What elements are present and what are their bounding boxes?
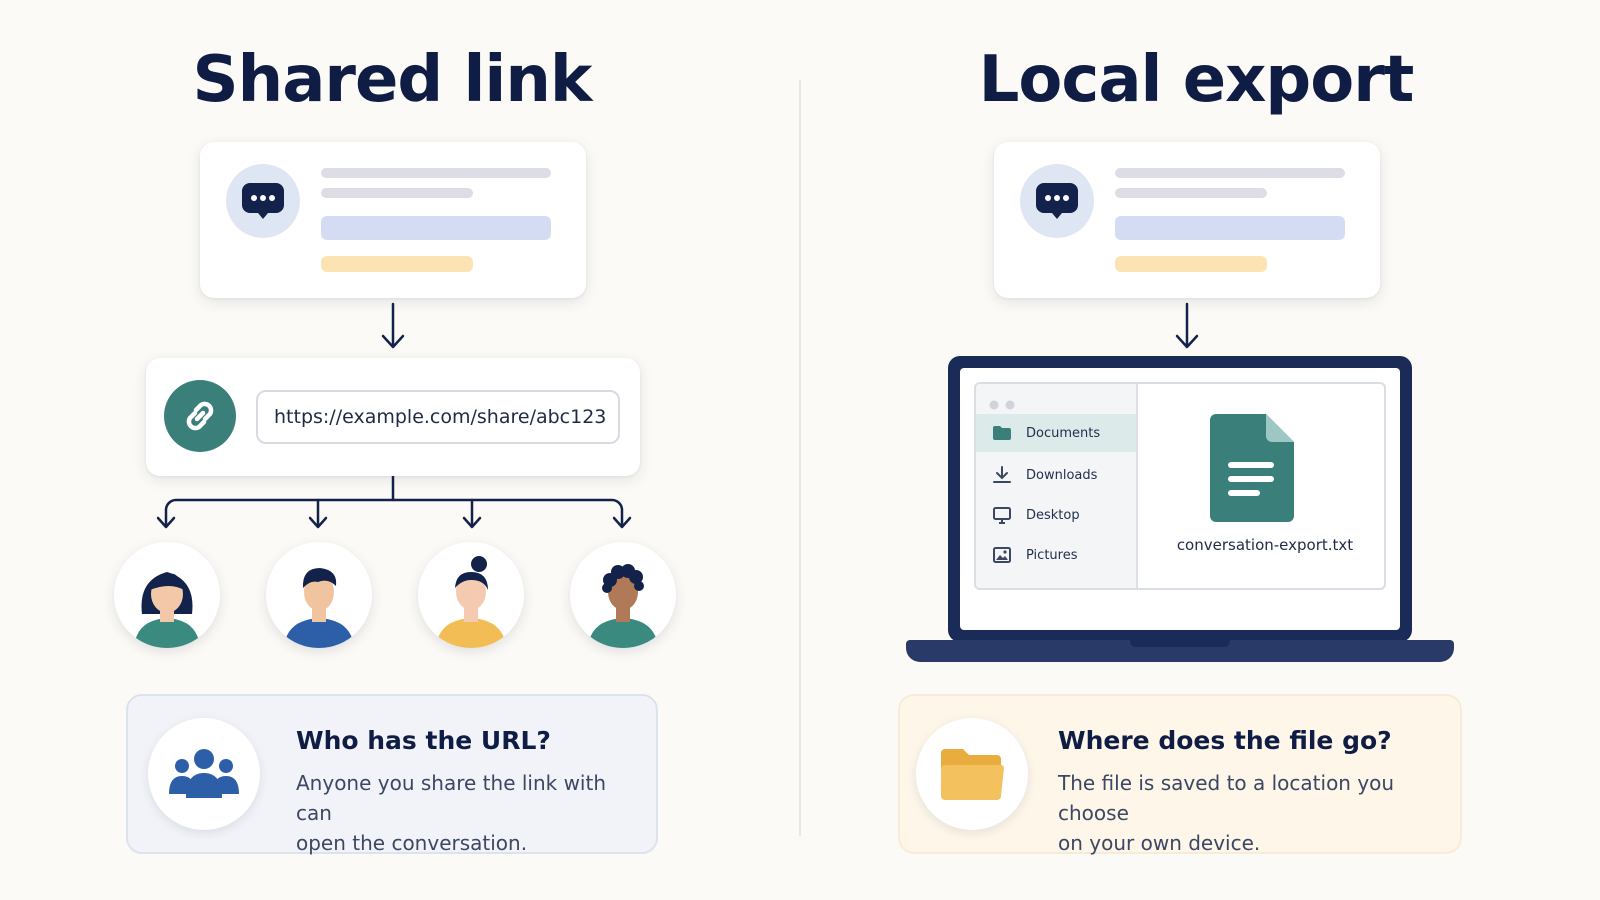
laptop-base (906, 640, 1454, 662)
sidebar-item-pictures[interactable]: Pictures (976, 536, 1136, 574)
shared-link-info-heading: Who has the URL? (296, 726, 551, 755)
person-avatar-3 (418, 542, 524, 648)
folder-icon (993, 426, 1011, 440)
window-controls (988, 396, 1028, 415)
arrow-down-icon (381, 302, 405, 349)
local-export-info-box: Where does the file go? The file is save… (898, 694, 1462, 855)
file-explorer-window: Documents Downloads Desktop Pictures (974, 382, 1386, 590)
person-avatar-1 (114, 542, 220, 648)
conversation-card-right (994, 142, 1380, 298)
people-group-icon (148, 718, 260, 830)
conversation-card-left (200, 142, 586, 298)
exported-file-name[interactable]: conversation-export.txt (1176, 536, 1354, 554)
sidebar-item-desktop[interactable]: Desktop (976, 496, 1136, 534)
chat-bubble-icon (226, 164, 300, 238)
share-tree-connector (156, 476, 632, 529)
sidebar-item-documents[interactable]: Documents (976, 414, 1136, 452)
person-avatar-2 (266, 542, 372, 648)
person-avatar-4 (570, 542, 676, 648)
laptop: Documents Downloads Desktop Pictures (948, 356, 1412, 642)
arrow-down-icon (1175, 302, 1199, 349)
local-export-info-text: The file is saved to a location you choo… (1058, 771, 1395, 855)
laptop-display: Documents Downloads Desktop Pictures (960, 368, 1400, 630)
image-icon (993, 547, 1011, 563)
shared-link-info-box: Who has the URL? Anyone you share the li… (126, 694, 658, 855)
sidebar-item-downloads[interactable]: Downloads (976, 456, 1136, 494)
shared-link-title: Shared link (192, 43, 593, 117)
share-url-text: https://example.com/share/abc123 (274, 406, 607, 428)
file-explorer-sidebar: Documents Downloads Desktop Pictures (976, 384, 1138, 588)
document-file-icon[interactable] (1210, 414, 1294, 526)
chat-bubble-icon (1020, 164, 1094, 238)
center-divider (799, 80, 801, 836)
link-icon (164, 380, 236, 452)
share-link-card: https://example.com/share/abc123 (146, 358, 640, 476)
folder-icon (916, 718, 1028, 830)
monitor-icon (993, 507, 1011, 524)
local-export-title: Local export (978, 43, 1415, 117)
share-url-field[interactable]: https://example.com/share/abc123 (256, 390, 620, 444)
download-icon (993, 466, 1011, 483)
local-export-info-heading: Where does the file go? (1058, 726, 1392, 755)
laptop-notch (1130, 640, 1230, 647)
shared-link-info-text: Anyone you share the link with can open … (296, 771, 607, 855)
